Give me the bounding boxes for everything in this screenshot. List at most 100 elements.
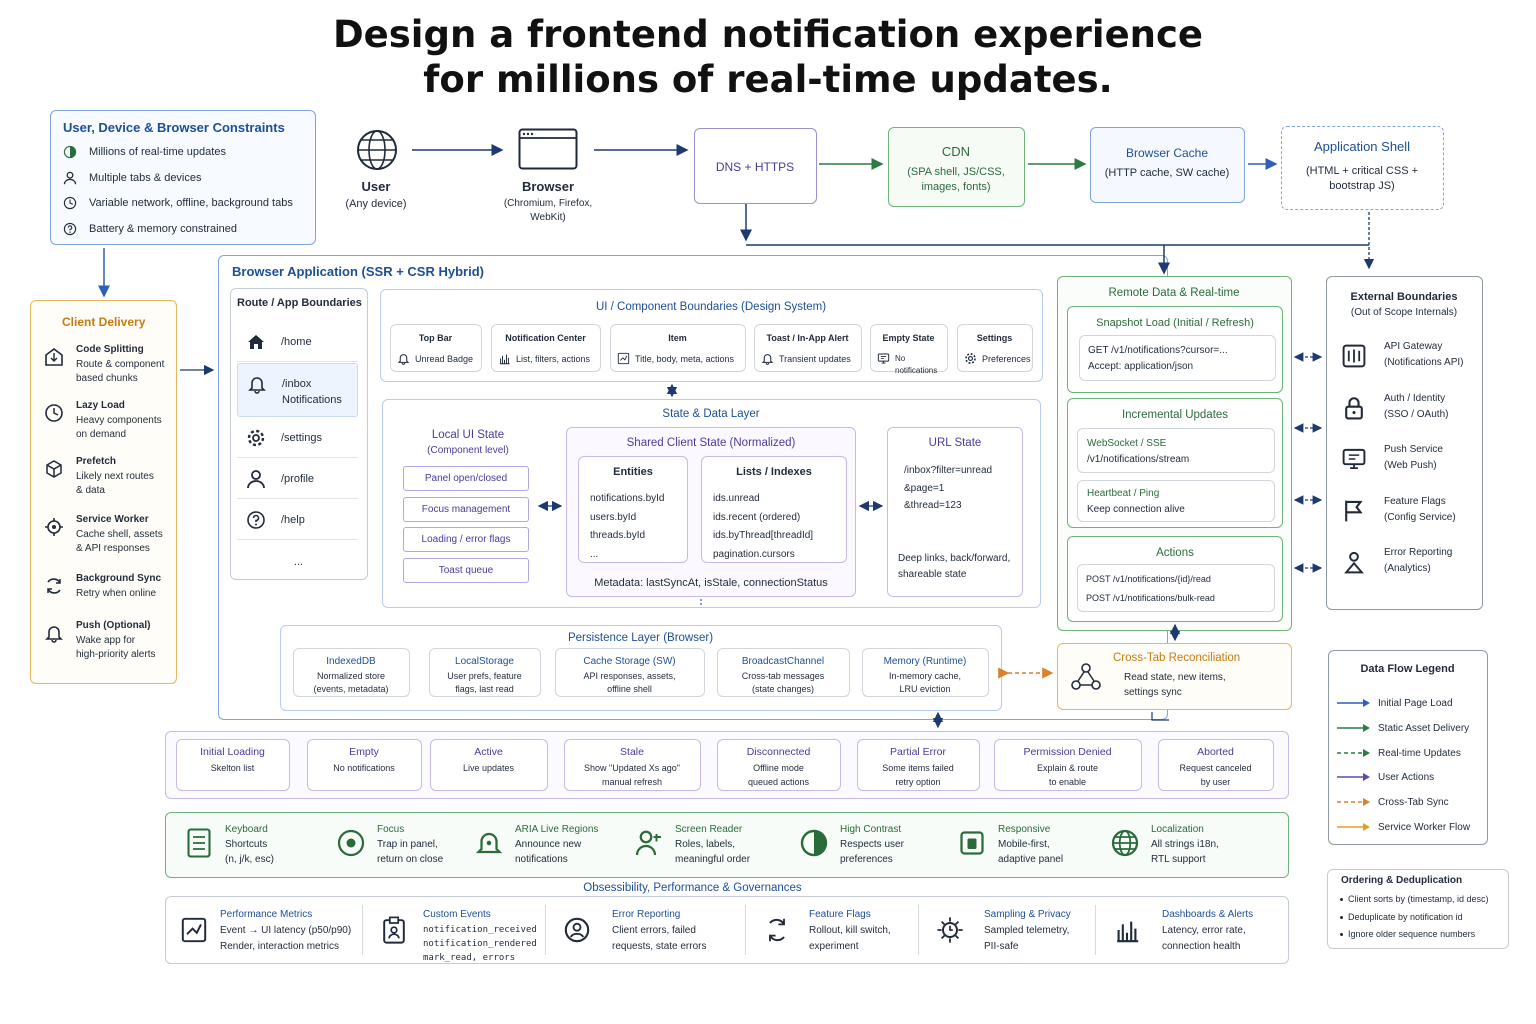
legend-swatch [1337, 748, 1370, 757]
lists-title: Lists / Indexes [736, 466, 812, 478]
route-item[interactable]: /help [237, 500, 358, 540]
observability-title: Custom Events [423, 909, 491, 920]
legend-swatch [1337, 699, 1370, 707]
observability-title: Obsessibility, Performance & Governances [583, 882, 802, 894]
network-icon [63, 196, 77, 210]
external-item-title: Error Reporting [1384, 547, 1453, 558]
ui-state-line: queued actions [747, 777, 810, 787]
ui-state-title: Initial Loading [200, 746, 265, 758]
observability-line: notification_received [423, 925, 537, 935]
actions-box: Actions POST /v1/notifications/{id}/read… [1067, 536, 1283, 622]
actions-title: Actions [1156, 547, 1194, 559]
cdn-box: CDN (SPA shell, JS/CSS, images, fonts) [888, 127, 1025, 207]
persistence-title: Persistence Layer (Browser) [567, 632, 714, 644]
remote-title: Remote Data & Real-time [1108, 287, 1240, 299]
observability-line: Render, interaction metrics [220, 941, 339, 952]
contrast-icon [799, 828, 829, 858]
ui-state-line: Explain & route [1036, 763, 1099, 773]
observability-line: Sampled telemetry, [984, 925, 1070, 936]
ui-component-sub: Preferences [982, 354, 1031, 364]
a11y-line: Roles, labels, [675, 839, 736, 850]
websocket-title: WebSocket / SSE [1087, 438, 1167, 449]
observability-title: Performance Metrics [220, 909, 313, 920]
ui-component-sub: Transient updates [779, 354, 851, 364]
entity-item: ... [590, 548, 599, 560]
bell-icon [44, 623, 64, 643]
ordering-title: Ordering & Deduplication [1341, 875, 1463, 886]
browser-cache-box: Browser Cache (HTTP cache, SW cache) [1090, 127, 1245, 203]
ui-component-sub: List, filters, actions [516, 354, 591, 364]
aria-bell-icon [474, 828, 504, 858]
user-icon [246, 469, 266, 489]
realtime-icon [63, 145, 77, 159]
list-index-item: ids.byThread[threadId] [713, 530, 814, 541]
push-service-icon [1341, 446, 1367, 472]
app-shell-sub-1: (HTML + critical CSS + [1305, 165, 1419, 177]
shared-state-panel: Shared Client State (Normalized) Entitie… [566, 427, 856, 597]
ui-state-title: Disconnected [746, 746, 811, 758]
bullet [1340, 898, 1343, 901]
ordering-panel: Ordering & Deduplication Client sorts by… [1327, 869, 1509, 949]
divider [918, 905, 919, 955]
responsive-icon [957, 828, 987, 858]
browser-sub-2: WebKit) [530, 212, 566, 223]
delivery-item-title: Background Sync [76, 573, 162, 584]
constraint-item: Variable network, offline, background ta… [89, 197, 293, 209]
url-state-item: &thread=123 [904, 500, 962, 511]
a11y-line: Announce new [515, 839, 582, 850]
shared-metadata: Metadata: lastSyncAt, isStale, connectio… [594, 577, 828, 589]
route-item[interactable]: /settings [237, 418, 358, 458]
delivery-item-line: on demand [76, 429, 127, 440]
app-shell-sub-2: bootstrap JS) [1329, 180, 1395, 192]
delivery-item-line: based chunks [76, 373, 138, 384]
delivery-item-title: Lazy Load [76, 400, 125, 411]
code-split-icon [44, 347, 64, 367]
persistence-item-title: Memory (Runtime) [883, 656, 967, 667]
route-item[interactable]: /profile [237, 459, 358, 499]
globe-icon [355, 128, 399, 172]
persistence-item-line: flags, last read [455, 684, 514, 694]
network-nodes-icon [1070, 662, 1102, 692]
snapshot-request: GET /v1/notifications?cursor=... Accept:… [1079, 335, 1276, 381]
ui-state-line: Show "Updated Xs ago" [584, 763, 680, 773]
devices-icon [63, 171, 77, 185]
ui-component-title: Item [668, 333, 687, 343]
persistence-item-line: User prefs, feature [447, 671, 522, 681]
browser-sub-1: (Chromium, Firefox, [503, 198, 593, 209]
a11y-line: Trap in panel, [377, 839, 438, 850]
state-layer-title: State & Data Layer [662, 408, 760, 420]
sync-icon [44, 576, 64, 596]
url-note-2: shareable state [898, 569, 967, 580]
a11y-title: Focus [377, 824, 405, 835]
crosstab-box: Cross-Tab Reconciliation Read state, new… [1057, 643, 1292, 710]
legend-label: Static Asset Delivery [1378, 722, 1470, 734]
ui-state-line: to enable [1048, 777, 1087, 787]
gear-icon [964, 352, 977, 365]
entity-item: threads.byId [590, 530, 646, 541]
persistence-item-title: LocalStorage [455, 656, 514, 667]
route-item[interactable]: /home [237, 322, 358, 362]
delivery-item-line: & API responses [76, 543, 150, 554]
divider [745, 905, 746, 955]
divider [1095, 905, 1096, 955]
local-state-item: Toast queue [403, 557, 529, 583]
external-item-sub: (Config Service) [1384, 511, 1456, 523]
ui-components-title: UI / Component Boundaries (Design System… [595, 301, 827, 313]
snapshot-box: Snapshot Load (Initial / Refresh) GET /v… [1067, 306, 1283, 393]
entity-item: notifications.byId [590, 493, 665, 504]
a11y-line: (n, j/k, esc) [225, 854, 274, 865]
url-state-title: URL State [928, 437, 982, 449]
